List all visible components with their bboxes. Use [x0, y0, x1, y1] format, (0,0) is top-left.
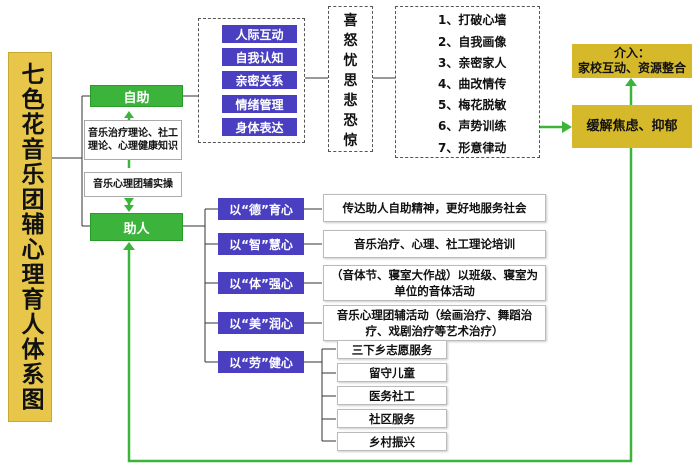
labor-item: 社区服务 [337, 409, 447, 428]
virtue-description: 音乐心理团辅活动（绘画治疗、舞蹈治疗、戏剧治疗等艺术治疗） [323, 305, 546, 341]
method-item: 5、梅花脱敏 [438, 98, 507, 112]
emotion-label: 忧 [343, 53, 358, 69]
emotion-label: 怒 [343, 33, 358, 49]
emotion-label: 恐 [343, 113, 358, 129]
title-box: 七色花音乐团辅心理育人体系图 [8, 52, 52, 422]
self-help-item: 身体表达 [222, 118, 297, 136]
virtue-label: 以“劳”健心 [218, 351, 304, 373]
relief-node: 缓解焦虑、抑郁 [572, 105, 692, 148]
method-item: 4、曲改情传 [438, 77, 507, 91]
intervention-node: 介入： 家校互动、资源整合 [572, 44, 692, 78]
labor-item: 留守儿童 [337, 363, 447, 382]
virtue-label: 以“体”强心 [218, 272, 304, 294]
method-item: 2、自我画像 [438, 35, 507, 49]
virtue-description: （音体节、寝室大作战）以班级、寝室为单位的音体活动 [323, 265, 546, 301]
help-others-node: 助人 [90, 213, 183, 241]
self-help-item: 人际互动 [222, 25, 297, 43]
virtue-label: 以“德”育心 [218, 198, 304, 220]
emotion-label: 惊 [343, 133, 358, 149]
labor-item: 乡村振兴 [337, 432, 447, 451]
practice-node: 音乐心理团辅实操 [84, 172, 182, 197]
emotion-label: 思 [343, 73, 358, 89]
diagram-title: 七色花音乐团辅心理育人体系图 [17, 62, 43, 412]
labor-item: 医务社工 [337, 386, 447, 405]
virtue-description: 传达助人自助精神，更好地服务社会 [323, 194, 546, 222]
self-help-item: 亲密关系 [222, 71, 297, 89]
theory-node: 音乐治疗理论、社工理论、心理健康知识 [84, 120, 182, 160]
self-help-item: 情绪管理 [222, 95, 297, 113]
method-item: 6、声势训练 [438, 119, 507, 133]
emotion-label: 悲 [343, 93, 358, 109]
method-item: 3、亲密家人 [438, 56, 507, 70]
virtue-label: 以“美”润心 [218, 312, 304, 334]
emotion-label: 喜 [343, 13, 358, 29]
method-item: 7、形意律动 [438, 141, 507, 155]
labor-item: 三下乡志愿服务 [337, 340, 447, 359]
emotions-group [328, 6, 373, 152]
virtue-description: 音乐治疗、心理、社工理论培训 [323, 230, 546, 258]
self-help-node: 自助 [90, 85, 183, 107]
method-item: 1、打破心墙 [438, 13, 507, 27]
methods-group [395, 6, 540, 158]
virtue-label: 以“智”慧心 [218, 233, 304, 255]
self-help-item: 自我认知 [222, 48, 297, 66]
